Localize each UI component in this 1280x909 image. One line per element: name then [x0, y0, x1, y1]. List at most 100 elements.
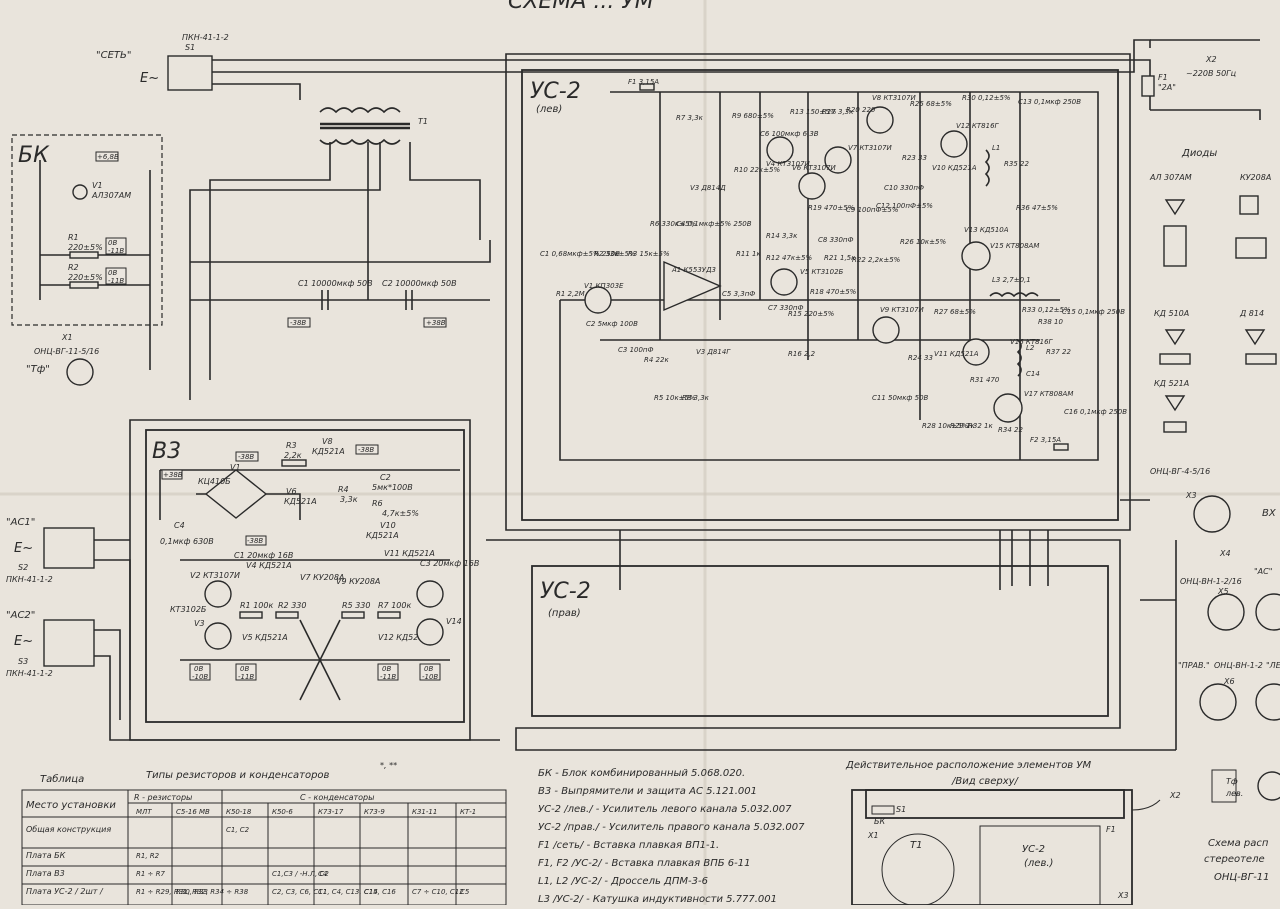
table-cell: R1 ÷ R29, R31, R32, R34 ÷ R38: [136, 888, 249, 896]
table-column-header: МЛТ: [136, 808, 152, 816]
table-column-header: К73-9: [364, 808, 385, 816]
v3-v4-label: V4 КД521А: [246, 561, 292, 570]
table-cell: C1, C4, C13, C15, C16: [318, 888, 396, 896]
legend-line: В3 - Выпрямители и защита АС 5.121.001: [538, 786, 757, 797]
v3-transistor-v13: [416, 580, 444, 608]
v3-r7-label: R7 100к: [378, 601, 411, 610]
us2-right-subtitle: (прав): [548, 608, 581, 619]
table-column-header: К50-6: [272, 808, 293, 816]
v3-r6-ref: R6: [372, 499, 383, 508]
v3-pin-pos: +38В: [163, 471, 183, 479]
table-cell: C2, C3, C6, C11: [272, 888, 327, 896]
us2-part-label: R31 470: [970, 376, 1000, 384]
v3-pin-box: [235, 663, 257, 681]
us2-inductor-l2: [1016, 339, 1022, 377]
us2-part-label: C12 100пФ±5%: [876, 202, 933, 210]
x6b-connector: [1255, 683, 1280, 721]
thyristor-body: [1235, 237, 1267, 259]
table-header-place: Место установки: [26, 800, 116, 811]
us2-part-label: R28 10к±5%: [922, 422, 968, 430]
layout-x1-label: X1: [867, 831, 879, 840]
x3-connector: [1193, 495, 1231, 533]
bk-block: [11, 134, 163, 326]
us2-part-label: R24 33: [908, 354, 933, 362]
x3-ref: X3: [1185, 491, 1197, 500]
us2-part-label: F1 3,15А: [628, 78, 659, 86]
us2-part-label: C11 50мкф 50В: [872, 394, 929, 402]
diode-icon: [1164, 329, 1186, 346]
as-label: "АС": [1254, 567, 1272, 576]
layout-note-2: стереотеле: [1204, 854, 1265, 865]
psu-pos: +38В: [426, 319, 446, 327]
v3-v1-ref: V1: [230, 463, 241, 472]
v3-wiring: [159, 469, 460, 701]
us2-part-label: R4 22к: [644, 356, 669, 364]
diode-type-1: АЛ 307АМ: [1149, 173, 1192, 182]
table-column-header: КТ-1: [460, 808, 476, 816]
x5-ref: X5: [1217, 587, 1229, 596]
as2-label: "АС2": [6, 610, 35, 621]
us2-part-label: R8 3,3к: [682, 394, 710, 402]
us2-part-label: C7 330пФ: [768, 304, 804, 312]
table-column-header: К50-18: [226, 808, 252, 816]
headphone-connector: [1257, 771, 1280, 801]
psu-pin: [423, 317, 447, 328]
right-wiring: [1120, 499, 1177, 750]
bk-pin-11v: -11В: [108, 277, 124, 285]
psu-pin: [287, 317, 311, 328]
us2-part-label: C14: [1026, 370, 1040, 378]
bk-r1-ref: R1: [68, 233, 79, 242]
x1-connector: [66, 358, 94, 386]
v3-c2-value: 5мк*100В: [372, 483, 413, 492]
bk-pin-box: [105, 267, 127, 285]
layout-s1-label: S1: [896, 805, 906, 814]
v3-pin-0v: 0В: [424, 665, 433, 673]
us2-part-label: R1 2,2М: [556, 290, 585, 298]
diode-body: [1163, 421, 1187, 433]
us2-part-label: C2 5мкф 100В: [586, 320, 638, 328]
t1-secondary: [319, 138, 401, 145]
us2-part-label: R16 2,2: [788, 350, 816, 358]
table-cell: C4: [318, 870, 327, 878]
diode-icon: [1164, 395, 1186, 412]
v3-v1-type: КЦ410Б: [198, 477, 231, 486]
layout-f1-label: F1: [1106, 825, 1116, 834]
mains-wire: [212, 39, 1151, 73]
tf-label: Тф: [1226, 777, 1238, 786]
v3-r3-ref: R3: [286, 441, 297, 450]
v3-v2-label: V2 КТ3107И: [190, 571, 240, 580]
us2-part-label: R30 0,12±5%: [962, 94, 1011, 102]
bk-r2-value: 220±5%: [68, 273, 103, 282]
us2-part-label: F2 3,15А: [1030, 436, 1061, 444]
us2-part-label: L1: [992, 144, 1000, 152]
x5-type: ОНЦ-ВН-1-2/16: [1180, 577, 1242, 586]
us2-transistor-v5: [770, 268, 798, 296]
as1-label: "АС1": [6, 517, 35, 528]
us2-left-subtitle: (лев): [536, 104, 562, 115]
t1-wire: [209, 142, 331, 380]
us2-part-label: R38 10: [1038, 318, 1063, 326]
v3-pin-0v: 0В: [382, 665, 391, 673]
layout-bk-label: БК: [874, 817, 885, 826]
x6-type: ОНЦ-ВН-1-2: [1214, 661, 1263, 670]
bk-pin-11v: -11В: [108, 247, 124, 255]
v3-r1: [239, 611, 263, 619]
x5b-connector: [1255, 593, 1280, 631]
diode-led-body: [1163, 225, 1187, 267]
table-row-place: Плата УС-2 / 2шт /: [26, 887, 104, 896]
us2-part-label: R17 3,3к: [822, 108, 854, 116]
us2-part-label: C8 330пФ: [818, 236, 854, 244]
diode-led-icon: [1164, 199, 1186, 216]
us2-inductor-l1: [984, 149, 990, 187]
us2-part-label: C1 0,68мкф±5% 250В: [540, 250, 620, 258]
table-caption: Типы резисторов и конденсаторов: [146, 770, 330, 781]
legend-line: F1, F2 /УС-2/ - Вставка плавкая ВПБ 6-11: [538, 858, 751, 869]
zener-icon: [1244, 329, 1266, 346]
v3-pin-box: [189, 663, 211, 681]
table-cell: R30, R33: [176, 888, 208, 896]
us2-part-label: R10 22к±5%: [734, 166, 780, 174]
v3-v8-ref: V8: [322, 437, 333, 446]
v3-pin-neg: -38В: [247, 537, 263, 545]
